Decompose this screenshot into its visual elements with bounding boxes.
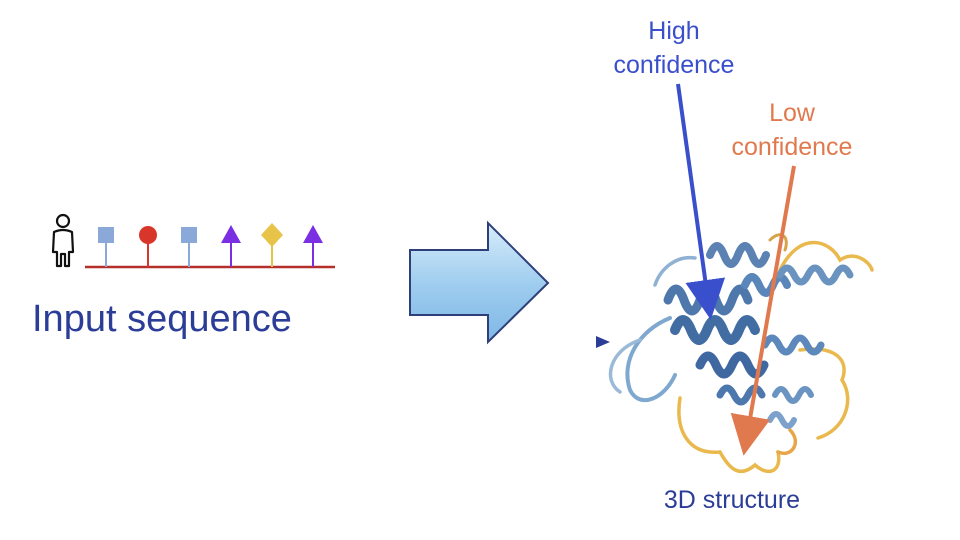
right-arrow-icon xyxy=(409,220,550,345)
high-confidence-line2: confidence xyxy=(613,51,735,79)
input-sequence-label: Input sequence xyxy=(32,298,292,340)
low-confidence-line1: Low xyxy=(769,99,815,127)
person-icon xyxy=(51,213,75,268)
input-sequence-diagram xyxy=(51,213,335,269)
sequence-triangle-1 xyxy=(221,225,241,267)
sequence-triangle-2 xyxy=(303,225,323,267)
high-confidence-label: High confidence xyxy=(574,14,774,82)
low-confidence-label: Low confidence xyxy=(692,96,892,164)
structure-label: 3D structure xyxy=(663,486,801,514)
sequence-square-1 xyxy=(98,227,114,267)
low-confidence-arrow xyxy=(730,165,796,456)
sequence-circle xyxy=(139,226,157,267)
helices xyxy=(663,242,854,429)
high-confidence-line1: High xyxy=(648,17,700,45)
high-confidence-arrow xyxy=(676,83,726,320)
pointer-triangle-icon xyxy=(596,336,610,348)
sequence-square-2 xyxy=(181,227,197,267)
low-confidence-line2: confidence xyxy=(731,133,853,161)
sequence-diamond xyxy=(261,223,283,267)
protein-structure-illustration xyxy=(596,83,874,474)
